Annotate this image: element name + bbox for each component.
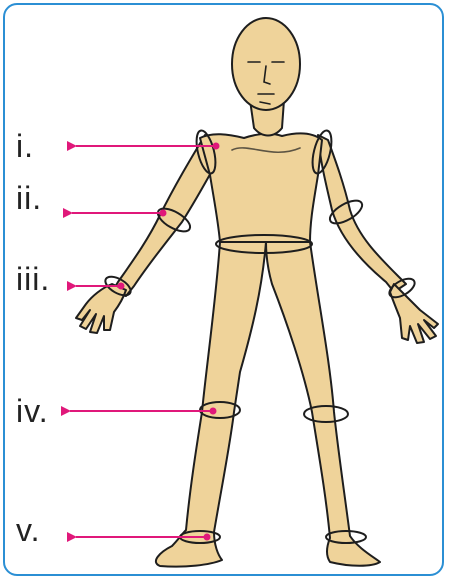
arrow-shoulder-dot [214,144,219,149]
right-leg [266,242,380,566]
arrow-ankle-dot [205,535,210,540]
head [232,18,300,110]
right-hand [390,284,438,343]
arrow-knee-dot [211,409,216,414]
left-leg [156,242,266,567]
left-hand [76,284,126,333]
arrow-elbow-dot [161,211,166,216]
arrow-wrist-dot [119,284,124,289]
